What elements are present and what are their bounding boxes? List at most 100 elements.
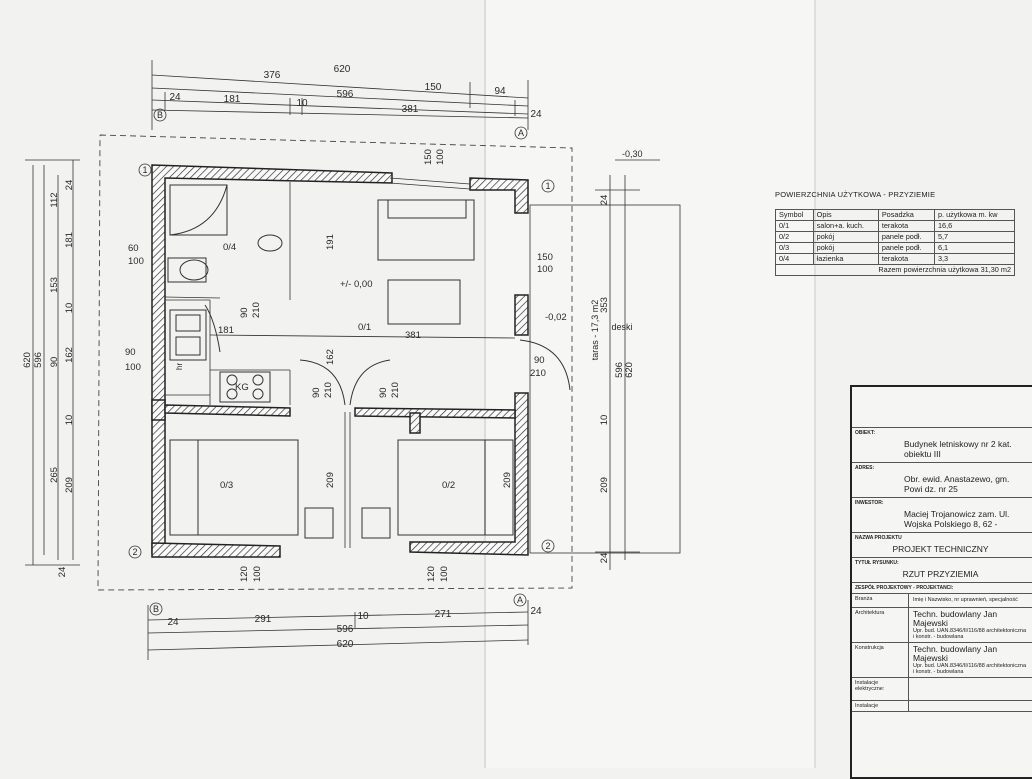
svg-text:90: 90	[239, 307, 250, 318]
svg-text:24: 24	[167, 617, 179, 628]
room-0-1: 0/1	[358, 322, 371, 333]
svg-text:209: 209	[64, 477, 75, 493]
dim-top-94: 94	[494, 86, 506, 97]
level-floor: +/- 0,00	[340, 279, 372, 290]
axis-1-right: 1	[545, 181, 550, 191]
usable-area-table: POWIERZCHNIA UŻYTKOWA - PRZYZIEMIE Symbo…	[775, 190, 1025, 276]
title-block-top	[852, 387, 1032, 428]
svg-text:162: 162	[325, 349, 336, 365]
svg-text:150: 150	[423, 149, 434, 165]
axis-2-right: 2	[545, 541, 550, 551]
area-table-total-row: Razem powierzchnia użytkowa 31,30 m2	[775, 264, 1015, 276]
dim-top-376: 376	[264, 70, 281, 81]
nazwa-row: NAZWA PROJEKTU PROJEKT TECHNICZNY	[852, 533, 1032, 558]
table-row: 0/2 pokój panele podł. 5,7	[775, 231, 1016, 243]
svg-text:210: 210	[390, 382, 401, 398]
svg-text:100: 100	[252, 566, 263, 582]
area-table-grid: Symbol Opis Posadzka p. użytkowa m. kw 0…	[775, 209, 1016, 276]
svg-text:10: 10	[599, 415, 610, 426]
obiekt-row: OBIEKT: Budynek letniskowy nr 2 kat. obi…	[852, 428, 1032, 463]
chair-03	[304, 507, 334, 539]
svg-text:90: 90	[125, 347, 136, 358]
room-0-3: 0/3	[220, 480, 233, 491]
dim-left-596: 596	[33, 352, 44, 368]
area-table-header: Symbol Opis Posadzka p. użytkowa m. kw	[775, 209, 1016, 221]
svg-text:120: 120	[239, 566, 250, 582]
paper-panel	[485, 0, 815, 768]
zespol-row: ZESPÓŁ PROJEKTOWY - PROJEKTANCI:	[852, 583, 1032, 594]
svg-text:10: 10	[64, 415, 75, 426]
axis-b-top: B	[157, 110, 163, 120]
svg-text:596: 596	[337, 624, 354, 635]
axis-1-left: 1	[142, 165, 147, 175]
svg-text:153: 153	[49, 277, 60, 293]
dim-top-total: 620	[334, 64, 351, 75]
shower-tray	[169, 184, 228, 236]
svg-text:10: 10	[64, 303, 75, 314]
dim-left-620: 620	[22, 352, 33, 368]
interior-lines	[164, 177, 471, 548]
terrace-sub: deski	[611, 322, 632, 332]
svg-text:265: 265	[49, 467, 60, 483]
walls	[151, 164, 529, 558]
svg-text:150: 150	[537, 252, 553, 263]
svg-text:620: 620	[624, 362, 635, 378]
axis-a-top: A	[518, 128, 524, 138]
svg-text:209: 209	[599, 477, 610, 493]
bed-03	[169, 439, 299, 536]
team-row: Konstrukcja Techn. budowlany Jan Majewsk…	[852, 643, 1032, 678]
svg-text:60: 60	[128, 243, 139, 254]
plot-outline	[97, 134, 573, 591]
svg-text:210: 210	[530, 368, 546, 379]
sofa	[377, 199, 475, 261]
svg-text:24: 24	[530, 606, 542, 617]
svg-text:209: 209	[325, 472, 336, 488]
furniture	[167, 184, 571, 539]
table-row: 0/1 salon+a. kuch. terakota 16,6	[775, 220, 1016, 232]
dim-top-181: 181	[224, 94, 241, 105]
room-labels: 0/4 0/1 0/3 0/2 +/- 0,00 -0,02 KG hr 60 …	[125, 149, 567, 582]
cooktop	[219, 371, 271, 403]
svg-text:291: 291	[255, 614, 272, 625]
room-0-4: 0/4	[223, 242, 236, 253]
table-row: 0/3 pokój panele podł. 6,1	[775, 242, 1016, 254]
svg-text:90: 90	[49, 357, 60, 368]
axis-markers: B A 1 1 2 2 B A	[128, 108, 555, 616]
level-entry: -0,02	[545, 312, 567, 323]
svg-text:90: 90	[534, 355, 545, 366]
top-dimension-lines: 620 376 150 94 24 596 24 181 10 381	[151, 60, 542, 130]
table-row: 0/4 łazienka terakota 3,3	[775, 253, 1016, 265]
svg-text:353: 353	[599, 297, 610, 313]
bottom-dimension-lines: 24 291 10 271 24 596 620	[147, 600, 542, 660]
svg-text:596: 596	[614, 362, 625, 378]
svg-text:100: 100	[435, 149, 446, 165]
svg-text:112: 112	[49, 192, 60, 207]
team-row: Instalacje	[852, 701, 1032, 712]
axis-2-left: 2	[132, 547, 137, 557]
team-row: Architektura Techn. budowlany Jan Majews…	[852, 608, 1032, 643]
svg-text:24: 24	[599, 553, 610, 564]
svg-text:24: 24	[599, 195, 610, 206]
svg-text:10: 10	[357, 611, 369, 622]
svg-text:210: 210	[251, 302, 262, 318]
svg-text:181: 181	[218, 325, 234, 336]
svg-text:120: 120	[426, 566, 437, 582]
title-block: OBIEKT: Budynek letniskowy nr 2 kat. obi…	[850, 385, 1032, 779]
right-dimension-lines: 24 353 596 620 10 209 24	[595, 175, 640, 570]
svg-text:209: 209	[502, 472, 513, 488]
svg-text:381: 381	[405, 330, 421, 341]
area-table-title: POWIERZCHNIA UŻYTKOWA - PRZYZIEMIE	[775, 190, 936, 199]
dim-top-150: 150	[425, 82, 442, 93]
dim-top-381: 381	[402, 104, 419, 115]
svg-text:90: 90	[311, 387, 322, 398]
svg-text:181: 181	[64, 232, 75, 248]
inwestor-row: INWESTOR: Maciej Trojanowicz zam. Ul. Wo…	[852, 498, 1032, 533]
table	[387, 279, 461, 325]
toilet	[179, 259, 209, 281]
svg-text:24: 24	[57, 567, 68, 578]
level-terrace-top: -0,30	[622, 149, 643, 159]
dim-top-24b: 24	[530, 109, 542, 120]
terrace: -0,30 taras - 17,3 m2 deski	[529, 149, 681, 554]
team-header-row: Branża Imię i Nazwisko, nr uprawnień, sp…	[852, 594, 1032, 608]
svg-text:90: 90	[378, 387, 389, 398]
